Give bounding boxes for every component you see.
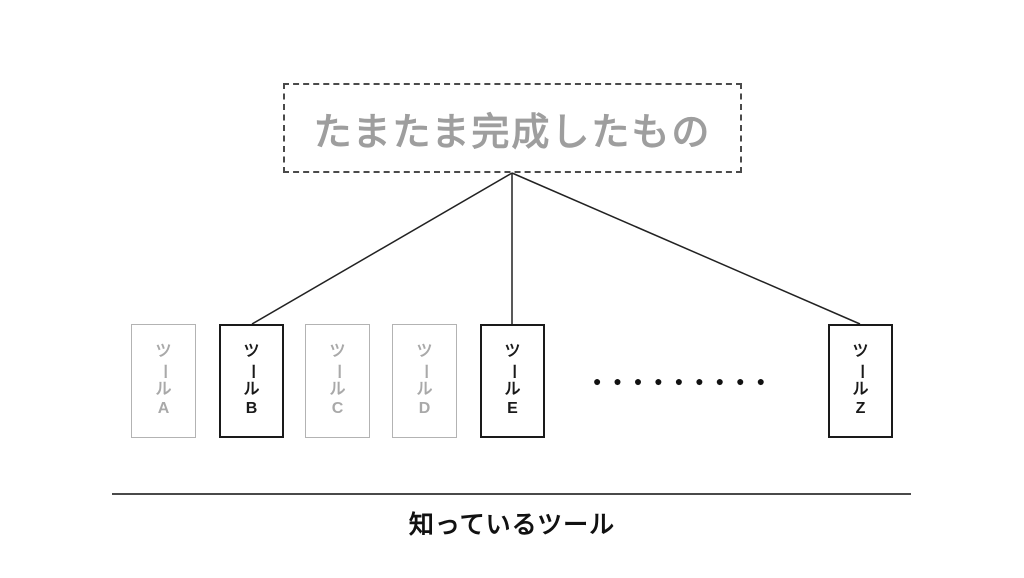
accidental-completion-label: たまたま完成したもの: [313, 111, 712, 154]
connector-to-tool-z: [511, 172, 861, 325]
known-tools-rule: [112, 493, 911, 495]
ellipsis-dots: ●●●●●●●●●: [592, 373, 778, 389]
known-tools-label: 知っているツール: [408, 511, 616, 539]
connector-to-tool-b: [251, 172, 513, 325]
accidental-completion-box: たまたま完成したもの: [283, 83, 742, 173]
